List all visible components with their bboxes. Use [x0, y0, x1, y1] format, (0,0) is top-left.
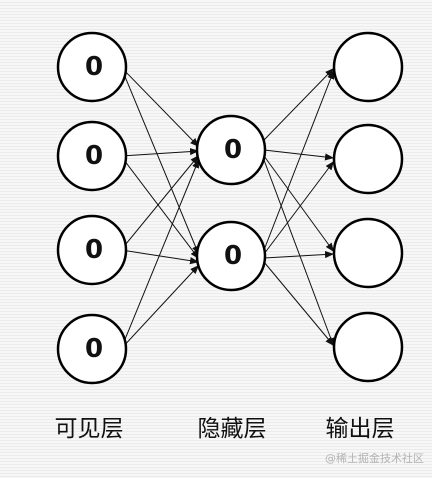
- output-node-4: [332, 311, 404, 383]
- edge-v1-h1: [120, 66, 200, 148]
- layer-labels: 可见层 隐藏层 输出层: [55, 416, 395, 442]
- visible-node-3: [56, 214, 128, 286]
- edge-h2-o3: [263, 250, 335, 259]
- output-layer: [332, 31, 404, 383]
- connections: [120, 66, 335, 350]
- edge-v1-h2: [120, 66, 200, 256]
- edge-v4-h2: [120, 264, 200, 350]
- visible-node-1: [56, 31, 128, 103]
- visible-node-1-value: 0: [85, 52, 103, 82]
- edge-h2-o1: [263, 69, 335, 251]
- edge-h1-o3: [263, 155, 335, 253]
- edge-h1-o2: [263, 149, 335, 161]
- hidden-node-1-value: 0: [224, 135, 242, 165]
- output-node-3: [332, 217, 404, 289]
- edge-v3-h1: [120, 154, 200, 251]
- edge-v3-h2: [120, 249, 200, 265]
- edge-v2-h2: [120, 155, 200, 260]
- edge-h1-o1: [263, 67, 335, 141]
- output-node-2: [332, 123, 404, 195]
- visible-node-2: [56, 120, 128, 192]
- visible-node-3-value: 0: [85, 235, 103, 265]
- output-node-1: [332, 31, 404, 103]
- visible-node-4: [56, 313, 128, 385]
- visible-layer: 0 0 0 0: [56, 31, 128, 385]
- hidden-node-2: [195, 220, 267, 292]
- hidden-layer: 0 0: [195, 114, 267, 292]
- visible-node-2-value: 0: [85, 141, 103, 171]
- edge-v2-h1: [120, 147, 200, 157]
- edge-v4-h1: [120, 158, 200, 350]
- hidden-node-2-value: 0: [224, 241, 242, 271]
- edge-h2-o4: [263, 261, 335, 347]
- hidden-layer-label: 隐藏层: [198, 416, 267, 442]
- hidden-node-1: [195, 114, 267, 186]
- edge-h2-o2: [263, 160, 335, 255]
- output-layer-label: 输出层: [326, 416, 395, 442]
- edge-h1-o4: [263, 159, 335, 348]
- watermark-text: @稀土掘金技术社区: [325, 452, 424, 465]
- visible-layer-label: 可见层: [55, 416, 124, 442]
- visible-node-4-value: 0: [85, 334, 103, 364]
